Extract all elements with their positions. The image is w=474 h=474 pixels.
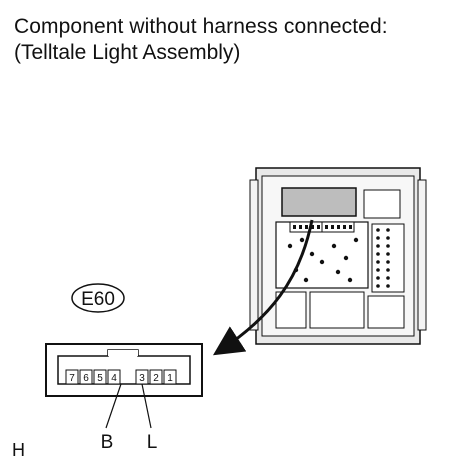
figure-id: H <box>12 440 25 460</box>
connector-cavity <box>281 187 357 217</box>
pin-label-5: 5 <box>97 373 103 384</box>
terminal-pins <box>293 225 352 229</box>
assembly-left-rail <box>249 179 259 331</box>
top-right-window <box>363 189 401 219</box>
bottom-window-right <box>367 295 405 329</box>
led-column <box>371 223 405 293</box>
connector-code: E60 <box>81 289 115 310</box>
bottom-window-left <box>275 291 307 329</box>
led-dots <box>376 228 390 288</box>
telltale-light-assembly <box>249 167 427 345</box>
connector-lock-tab <box>108 350 138 356</box>
terminal-label-b: B <box>101 432 114 453</box>
terminal-l-leader <box>141 383 152 429</box>
diagram-title: Component without harness connected: <box>14 15 388 38</box>
diagram-subtitle: (Telltale Light Assembly) <box>14 41 241 64</box>
terminal-b-leader <box>105 383 122 429</box>
terminal-label-l: L <box>147 432 158 453</box>
connector-front-view: 7 6 5 4 3 2 1 <box>45 343 203 397</box>
pin-label-6: 6 <box>83 373 89 384</box>
pin-label-7: 7 <box>69 373 75 384</box>
board-components <box>287 237 359 283</box>
pin-label-3: 3 <box>139 373 145 384</box>
connector-arrow <box>212 219 314 356</box>
pin-label-4: 4 <box>111 373 117 384</box>
connector-code-bubble <box>71 283 125 313</box>
bottom-window-center <box>309 291 365 329</box>
pin-label-2: 2 <box>153 373 159 384</box>
assembly-right-rail <box>417 179 427 331</box>
pin-label-1: 1 <box>167 373 173 384</box>
